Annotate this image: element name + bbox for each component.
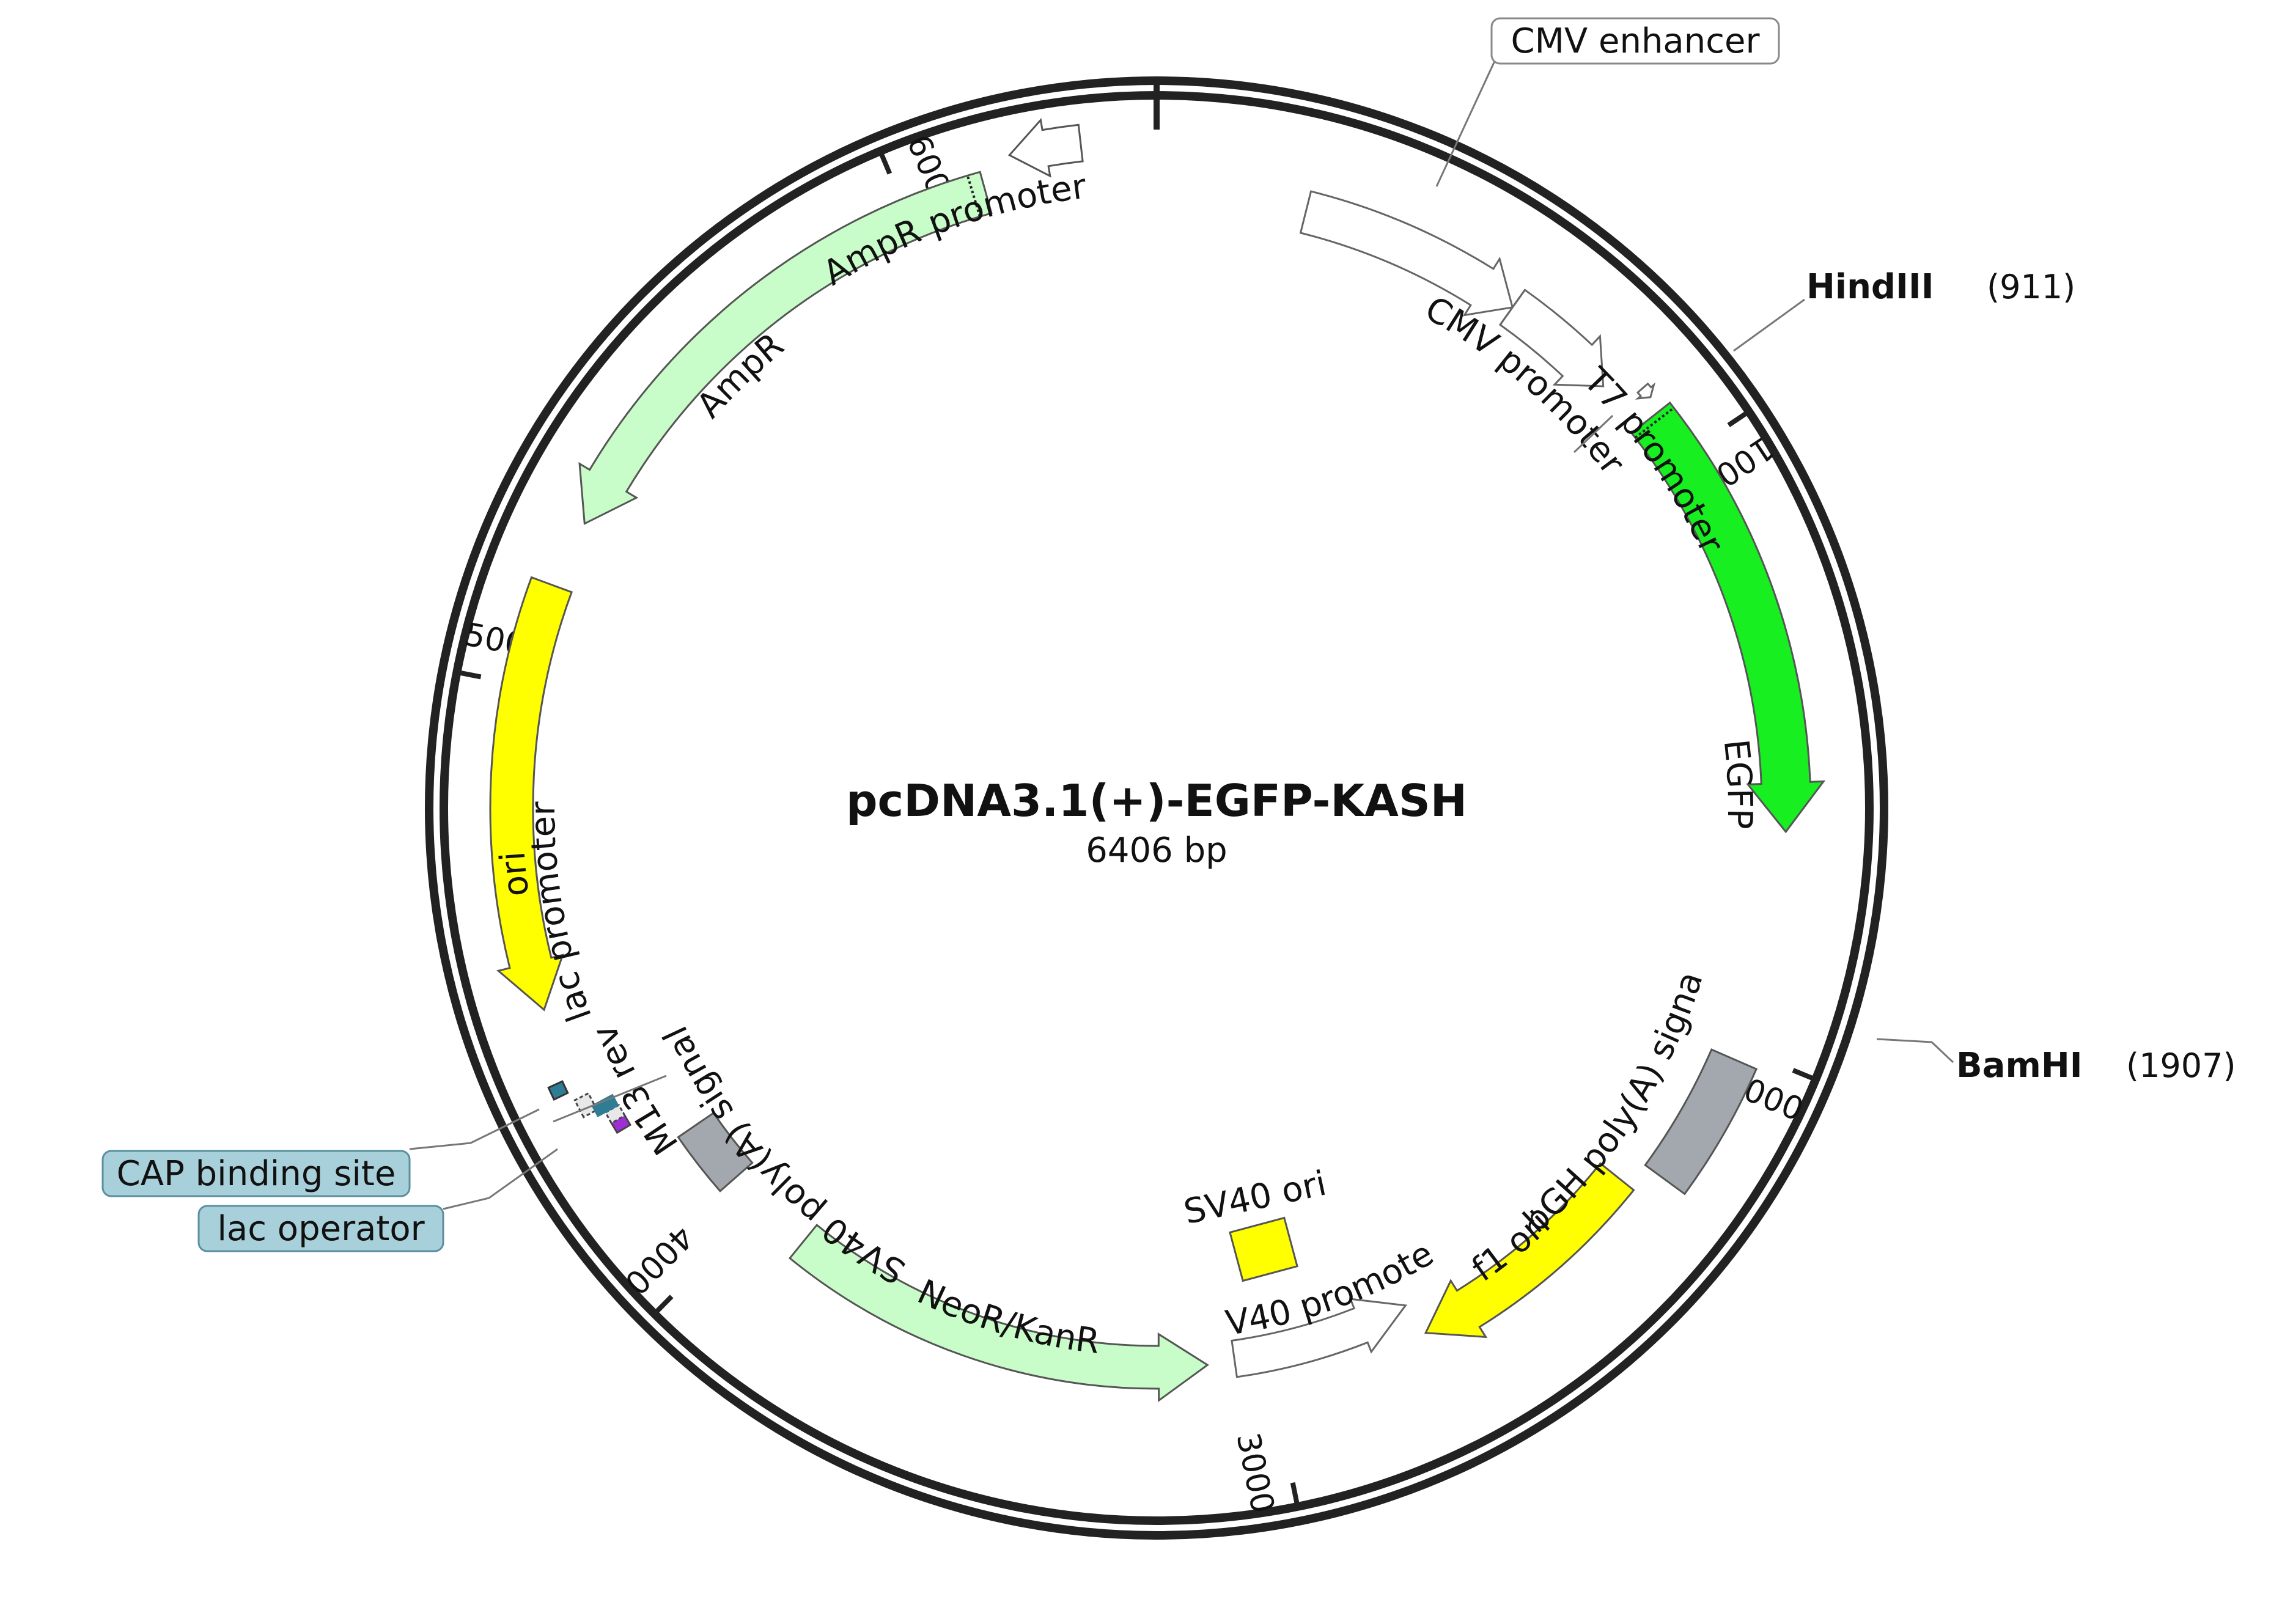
tick-3000 [1290, 1482, 1300, 1507]
cap-binding-site-label: CAP binding site [117, 1154, 396, 1194]
restriction-site-bamhi[interactable]: BamHI (1907) [1876, 1038, 2236, 1086]
feature-ampr-promoter[interactable] [1007, 118, 1084, 178]
tick-2000 [1792, 1068, 1817, 1082]
cap-binding-site-secondary [591, 1093, 619, 1117]
features [489, 118, 1826, 1403]
cap-binding-site-callout: CAP binding site [101, 1108, 540, 1197]
tick-label-3000: 3000 [1229, 1430, 1281, 1516]
feature-f1-ori[interactable] [1424, 1162, 1635, 1339]
label-ori: ori [493, 850, 537, 899]
tick-1000 [1727, 409, 1751, 427]
feature-cmv-enhancer[interactable] [1299, 190, 1514, 317]
m13-rev-leader [553, 1075, 667, 1123]
feature-cap-binding-site[interactable] [547, 1080, 569, 1101]
feature-sv40-ori[interactable] [1229, 1216, 1298, 1282]
feature-details [591, 175, 1675, 1117]
feature-bgh-polya[interactable] [1644, 1048, 1758, 1196]
feature-t7-promoter[interactable] [1635, 382, 1656, 400]
feature-ampr[interactable] [578, 171, 993, 526]
plasmid-size: 6406 bp [1086, 831, 1227, 870]
cmv-enhancer-leader [1435, 61, 1496, 187]
feature-sv40-polya[interactable] [677, 1111, 754, 1192]
hindiii-position: (911) [1987, 268, 2075, 306]
lac-operator-box [197, 1205, 444, 1252]
feature-ori[interactable] [489, 576, 573, 1012]
bamhi-leader [1876, 1038, 1954, 1064]
label-bgh-polya: bGH poly(A) signal [0, 0, 1711, 1241]
bamhi-name: BamHI [1956, 1046, 2083, 1086]
promoter-leaders [553, 414, 1614, 1123]
feature-sv40-promoter[interactable] [1231, 1298, 1407, 1378]
lac-operator-leader [443, 1148, 558, 1210]
cmv-divider [1499, 289, 1526, 326]
label-egfp: EGFP [1716, 738, 1759, 830]
label-m13-rev: M13 rev [584, 1019, 686, 1161]
tick-6000 [878, 150, 893, 175]
cmv-enhancer-box [1490, 17, 1780, 65]
feature-m13-rev[interactable] [604, 1103, 627, 1125]
feature-egfp[interactable] [1630, 401, 1826, 834]
plasmid-name: pcDNA3.1(+)-EGFP-KASH [846, 775, 1467, 826]
lac-operator-callout: lac operator [197, 1148, 558, 1252]
sv40-ori-label: SV40 ori [1180, 1164, 1330, 1233]
bamhi-position: (1907) [2126, 1046, 2236, 1085]
ampr-end-marker [966, 175, 981, 217]
hindiii-name: HindIII [1806, 267, 1934, 307]
tick-5000 [456, 669, 482, 680]
feature-neor-kanr[interactable] [788, 1224, 1209, 1403]
cmv-enhancer-label: CMV enhancer [1511, 21, 1760, 61]
cap-binding-site-leader [409, 1108, 540, 1150]
feature-cmv-promoter[interactable] [1498, 288, 1605, 388]
cap-binding-site-box [101, 1150, 411, 1197]
restriction-site-hindiii[interactable]: HindIII (911) [1733, 267, 2075, 352]
cmv-enhancer-callout: CMV enhancer [1435, 17, 1780, 187]
egfp-start-marker [1634, 406, 1675, 439]
t7-promoter-leader [1573, 414, 1614, 454]
hindiii-leader [1733, 298, 1805, 352]
lac-operator-label: lac operator [217, 1209, 425, 1249]
tick-4000 [652, 1295, 674, 1316]
